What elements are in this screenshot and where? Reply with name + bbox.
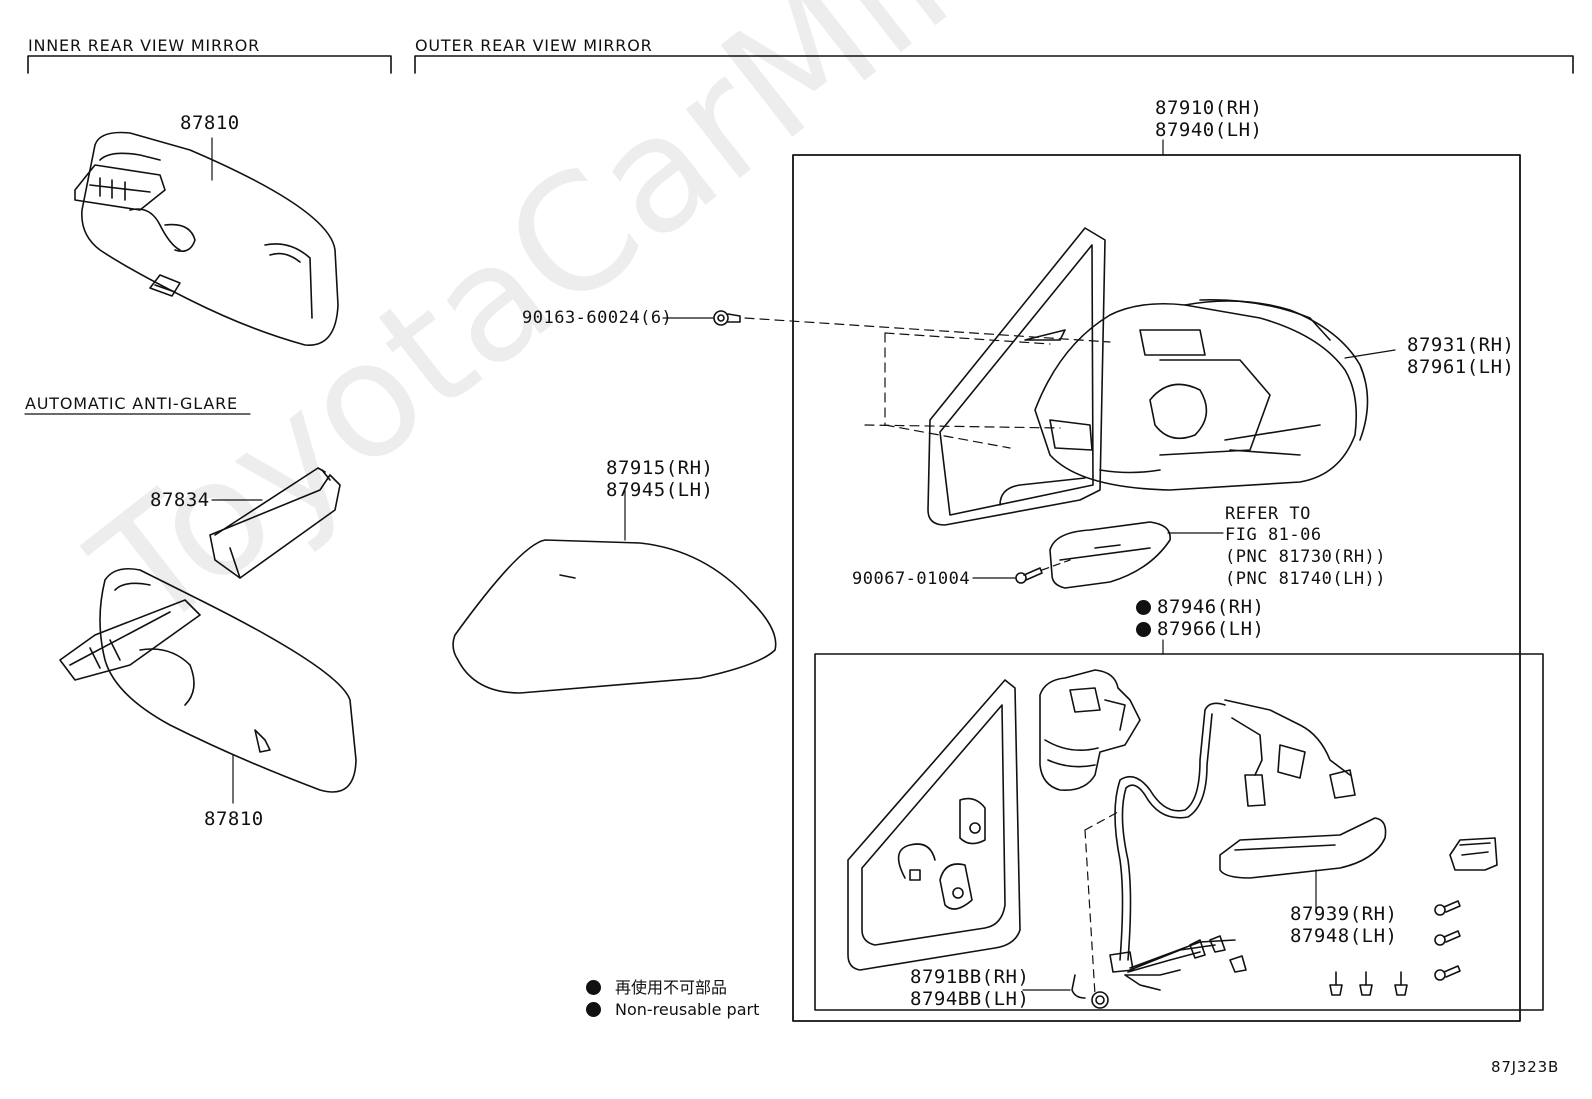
legend-japanese: 再使用不可部品 [586,974,727,998]
sub-assembly-box [814,653,1544,1011]
mirror-glass-drawing [927,227,1106,526]
legend-dot-icon [586,980,601,995]
part-87910-rh[interactable]: 87910(RH) [1155,97,1263,119]
part-87961-lh[interactable]: 87961(LH) [1407,356,1515,378]
dashed-leader-harness-top [1084,811,1119,831]
cover-87939-drawing [1219,817,1387,879]
dashed-leaders-glass [744,317,1111,449]
part-87940-lh[interactable]: 87940(LH) [1155,119,1263,141]
part-87946-rh[interactable]: 87946(RH) [1136,596,1264,618]
part-87915-rh[interactable]: 87915(RH) [606,457,714,479]
section-outer-rear-view-mirror: OUTER REAR VIEW MIRROR [415,36,653,55]
dashed-leader-harness [1084,829,1096,996]
leader-87931 [1344,349,1396,359]
non-reusable-dot-icon [1136,622,1151,637]
part-8794bb-lh[interactable]: 8794BB(LH) [910,988,1030,1010]
glare-cover-drawing [209,467,341,579]
part-87939-rh[interactable]: 87939(RH) [1290,903,1398,925]
mirror-base-drawing [847,679,1021,971]
screws-set-drawing [1329,900,1461,996]
mirror-motor-drawing [1039,669,1141,792]
inner-mirror-top-drawing [74,131,339,346]
refer-to-label: REFER TO [1225,504,1311,524]
small-clip-drawing [1449,837,1498,871]
non-reusable-dot-icon [1136,600,1151,615]
figure-code: 87J323B [1491,1058,1560,1076]
part-87931-rh[interactable]: 87931(RH) [1407,334,1515,356]
part-87810-top[interactable]: 87810 [180,112,240,134]
mirror-housing-drawing [1034,299,1369,491]
section-automatic-anti-glare: AUTOMATIC ANTI-GLARE [25,394,238,413]
inner-section-bracket [27,55,392,74]
outer-assembly-box [792,154,1521,1022]
mirror-cover-drawing [452,539,777,694]
part-87948-lh[interactable]: 87948(LH) [1290,925,1398,947]
outer-section-bracket [414,55,1574,74]
refer-pnc-rh-label: (PNC 81730(RH)) [1225,547,1387,567]
wire-harness-drawing [1109,699,1356,991]
part-8791bb-rh[interactable]: 8791BB(RH) [910,966,1030,988]
part-87945-lh[interactable]: 87945(LH) [606,479,714,501]
refer-pnc-lh-label: (PNC 81740(LH)) [1225,569,1387,589]
part-87834[interactable]: 87834 [150,489,210,511]
clip-8791bb-drawing [1071,974,1109,1009]
part-87810-bottom[interactable]: 87810 [204,808,264,830]
section-inner-rear-view-mirror: INNER REAR VIEW MIRROR [28,36,261,55]
dashed-leader-90067 [1041,559,1071,571]
part-87966-lh[interactable]: 87966(LH) [1136,618,1264,640]
refer-fig-label[interactable]: FIG 81-06 [1225,525,1322,545]
part-90163-60024[interactable]: 90163-60024(6) [522,308,673,328]
part-90067-01004[interactable]: 90067-01004 [852,569,971,589]
screw-90163-drawing [713,310,741,326]
turn-signal-drawing [1049,521,1171,589]
legend-english: Non-reusable part [586,1000,759,1019]
inner-mirror-auto-drawing [59,567,357,793]
legend-dot-icon [586,1002,601,1017]
screw-90067-drawing [1015,567,1043,584]
